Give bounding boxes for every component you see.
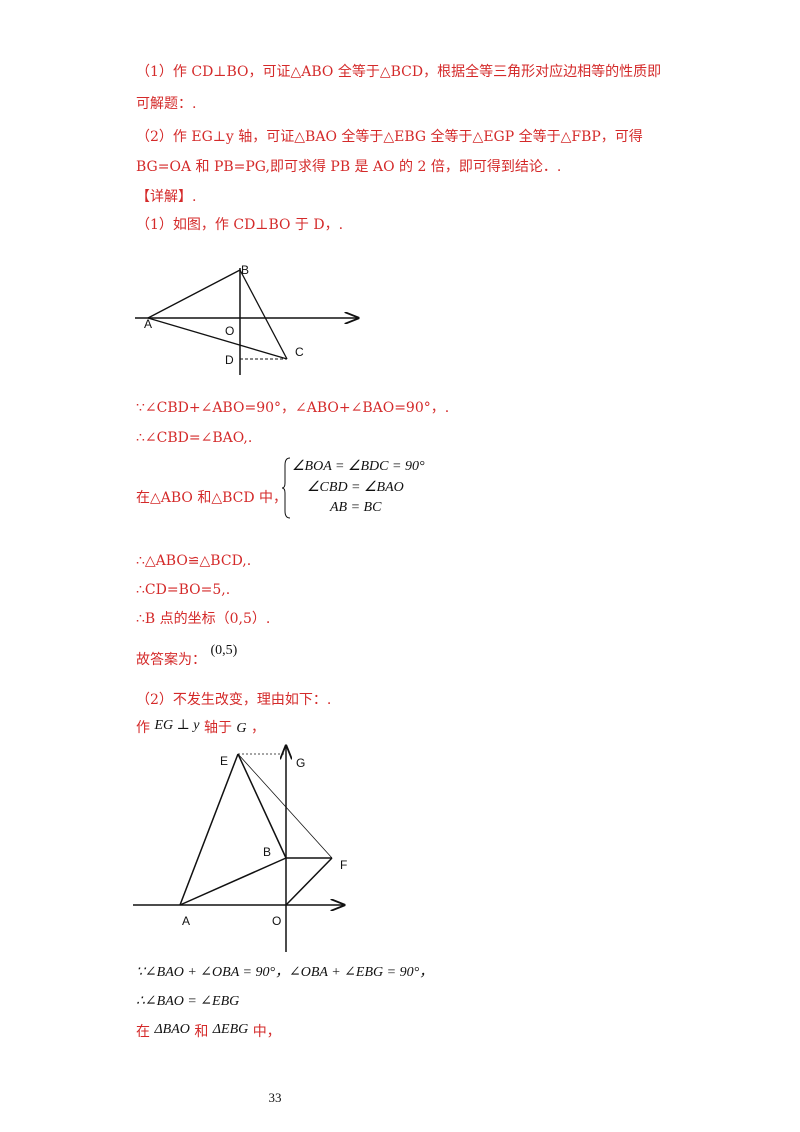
figure-2-diagram: E G B F A O <box>133 740 347 952</box>
figure-1-diagram: B A O D C <box>135 263 370 375</box>
text-fragment: ， <box>250 720 265 736</box>
segment-BC <box>239 269 288 360</box>
math-G: G <box>236 721 247 736</box>
text-line-8: ∴∠CBD=∠BAO,. <box>136 430 253 446</box>
math-angle-equal: ∴∠BAO = ∠EBG <box>136 994 240 1009</box>
text-line-2: 可解题：. <box>136 96 197 112</box>
text-fragment: 作 <box>136 720 150 736</box>
text-fragment: 轴于 <box>203 720 232 736</box>
label-A: A <box>144 317 152 331</box>
segment-EB <box>237 753 287 859</box>
math-EG-perp-y: EG ⊥ y <box>154 718 200 733</box>
segment-AB <box>179 857 287 906</box>
math-triangle-EBG: ΔEBG <box>212 1022 249 1037</box>
text-fragment: 中， <box>252 1024 281 1040</box>
text-line-17: ∴∠BAO = ∠EBG <box>136 991 239 1012</box>
math-angle-equations: ∵∠BAO + ∠OBA = 90°，∠OBA + ∠EBG = 90°， <box>136 965 434 980</box>
text-line-10: ∴△ABO≌△BCD,. <box>136 553 252 569</box>
text-line-5: 【详解】. <box>136 189 197 205</box>
text-line-4: BG=OA 和 PB=PG,即可求得 PB 是 AO 的 2 倍，即可得到结论．… <box>136 159 562 175</box>
label-A: A <box>182 914 190 928</box>
math-triangle-BAO: ΔBAO <box>154 1022 190 1037</box>
text-line-7: ∵∠CBD+∠ABO=90°，∠ABO+∠BAO=90°，. <box>136 400 450 416</box>
text-fragment: 和 <box>194 1024 209 1040</box>
text-line-14: （2）不发生改变，理由如下：. <box>136 692 332 708</box>
text-line-11: ∴CD=BO=5,. <box>136 582 231 598</box>
label-O: O <box>272 914 281 928</box>
segment-EF <box>237 753 333 859</box>
text-line-3: （2）作 EG⊥y 轴，可证△BAO 全等于△EBG 全等于△EGP 全等于△F… <box>136 129 643 145</box>
text-line-15: 作 EG ⊥ y 轴于 G ， <box>136 718 265 739</box>
text-line-1: （1）作 CD⊥BO，可证△ABO 全等于△BCD，根据全等三角形对应边相等的性… <box>136 64 662 80</box>
segment-EA <box>179 753 239 906</box>
text-line-9: 在△ABO 和△BCD 中， <box>136 490 288 506</box>
system-row-3: AB = BC <box>330 500 382 515</box>
segment-AB <box>147 269 241 319</box>
segment-FO <box>285 857 333 906</box>
brace-symbol <box>281 457 291 519</box>
label-E: E <box>220 754 228 768</box>
text-line-13: 故答案为： (0,5) <box>136 643 237 671</box>
label-B: B <box>241 263 249 277</box>
text-fragment: 在 <box>136 1024 150 1040</box>
label-O: O <box>225 324 234 338</box>
label-C: C <box>295 345 304 359</box>
answer-value: (0,5) <box>210 643 238 658</box>
system-row-1: ∠BOA = ∠BDC = 90° <box>292 459 425 474</box>
label-G: G <box>296 756 305 770</box>
answer-label: 故答案为： <box>136 652 206 668</box>
text-line-18: 在 ΔBAO 和 ΔEBG 中， <box>136 1022 281 1043</box>
text-line-6: （1）如图，作 CD⊥BO 于 D，. <box>136 217 344 233</box>
label-B: B <box>263 845 271 859</box>
text-line-16: ∵∠BAO + ∠OBA = 90°，∠OBA + ∠EBG = 90°， <box>136 962 433 983</box>
text-line-12: ∴B 点的坐标（0,5）. <box>136 611 271 627</box>
label-F: F <box>340 858 347 872</box>
system-row-2: ∠CBD = ∠BAO <box>307 480 404 495</box>
label-D: D <box>225 353 234 367</box>
segment-AC <box>147 317 288 360</box>
page-number: 33 <box>268 1090 282 1105</box>
